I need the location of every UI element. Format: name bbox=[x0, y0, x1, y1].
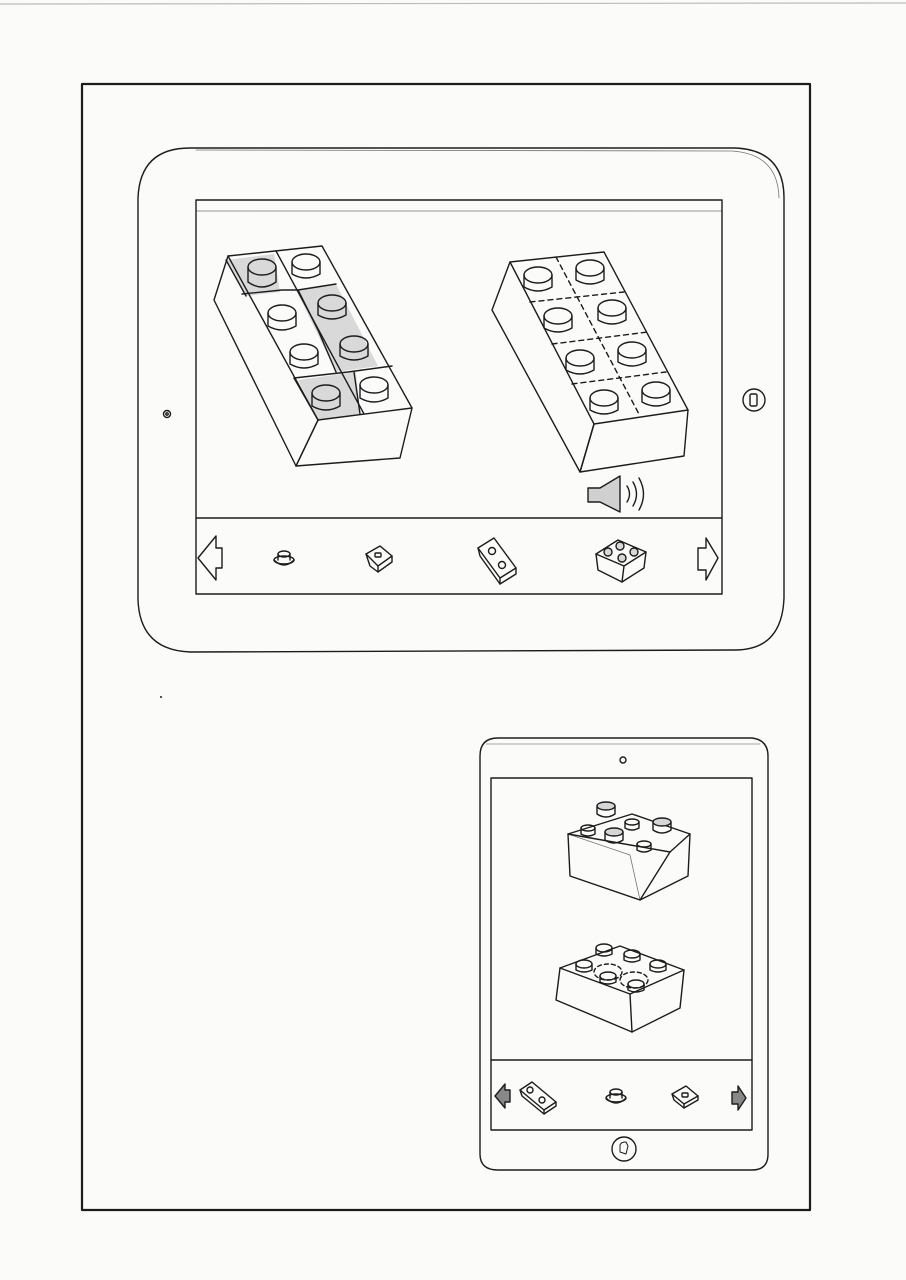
tablet-portrait-screen bbox=[490, 777, 753, 1131]
scan-edge bbox=[0, 2, 906, 5]
home-button-icon[interactable] bbox=[742, 388, 766, 412]
tablet-landscape-body bbox=[137, 147, 785, 653]
brick-2x4-dashed-icon[interactable] bbox=[491, 251, 689, 473]
plate-1x2-piece-icon[interactable] bbox=[519, 1081, 557, 1115]
brick-2x2-piece-icon[interactable] bbox=[595, 539, 647, 583]
arrow-left-icon[interactable] bbox=[197, 535, 223, 581]
tablet-portrait-body bbox=[479, 737, 769, 1171]
brick-2x3-dashed-icon[interactable] bbox=[555, 943, 685, 1033]
speaker-volume-icon[interactable] bbox=[587, 475, 645, 513]
round-stud-piece-icon[interactable] bbox=[605, 1088, 627, 1104]
tile-1x1-piece-icon[interactable] bbox=[671, 1085, 699, 1109]
tablet-landscape bbox=[137, 147, 785, 653]
plate-1x2-piece-icon[interactable] bbox=[477, 537, 517, 585]
tablet-portrait bbox=[479, 737, 769, 1171]
camera-icon bbox=[619, 756, 627, 764]
piece-strip-landscape bbox=[197, 535, 719, 585]
round-stud-piece-icon[interactable] bbox=[273, 550, 295, 566]
piece-strip-portrait bbox=[494, 1081, 747, 1115]
arrow-right-icon[interactable] bbox=[697, 537, 719, 581]
camera-icon bbox=[162, 409, 172, 419]
brick-2x4-split-icon[interactable] bbox=[213, 245, 413, 467]
brick-2x3-with-studs-icon[interactable] bbox=[567, 801, 691, 901]
home-button-icon[interactable] bbox=[611, 1136, 637, 1162]
page-frame bbox=[80, 82, 812, 1212]
status-bar bbox=[198, 202, 720, 212]
tablet-landscape-screen bbox=[195, 199, 723, 595]
arrow-left-icon[interactable] bbox=[494, 1083, 511, 1109]
tile-1x1-piece-icon[interactable] bbox=[365, 545, 393, 573]
arrow-right-icon[interactable] bbox=[731, 1085, 747, 1111]
